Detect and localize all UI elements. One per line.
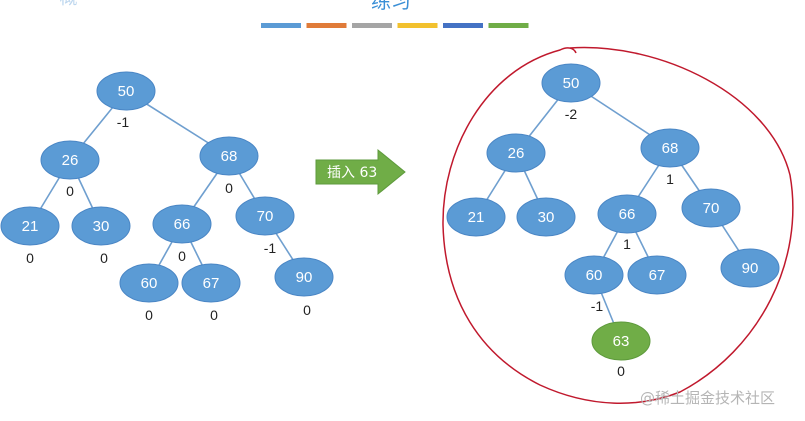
after-node-label-30: 30 <box>538 209 555 226</box>
before-node-shape-50 <box>96 71 156 111</box>
after-node-shape-90 <box>720 248 780 288</box>
color-bar-segment <box>352 23 392 28</box>
before-node-label-50: 50 <box>118 83 135 100</box>
insert-arrow-shape <box>315 148 406 196</box>
before-node-shape-70 <box>235 196 295 236</box>
before-node-label-90: 90 <box>296 269 313 286</box>
before-node-shape-90 <box>274 257 334 297</box>
after-node-shape-67 <box>627 255 687 295</box>
before-node-label-68: 68 <box>221 148 238 165</box>
after-node-67: 67 <box>627 255 687 295</box>
before-node-68: 68 0 <box>199 136 259 196</box>
after-node-shape-26 <box>486 133 546 173</box>
before-balance-factor-66: 0 <box>178 248 186 264</box>
after-node-label-70: 70 <box>703 200 720 217</box>
before-balance-factor-67: 0 <box>210 307 218 323</box>
after-node-label-67: 67 <box>649 267 666 284</box>
before-node-90: 90 0 <box>274 257 334 318</box>
after-node-70: 70 <box>681 188 741 228</box>
before-node-shape-26 <box>40 140 100 180</box>
after-node-26: 26 <box>486 133 546 173</box>
highlight-circle <box>442 46 794 404</box>
after-node-label-60: 60 <box>586 267 603 284</box>
before-node-26: 26 0 <box>40 140 100 199</box>
before-node-label-70: 70 <box>257 208 274 225</box>
before-node-label-60: 60 <box>141 275 158 292</box>
title-color-bar <box>261 23 529 28</box>
after-node-21: 21 <box>446 197 506 237</box>
before-node-21: 21 0 <box>0 206 60 266</box>
before-node-label-21: 21 <box>22 218 39 235</box>
before-node-shape-68 <box>199 136 259 176</box>
after-balance-factor-68: 1 <box>666 171 674 187</box>
before-node-shape-30 <box>71 206 131 246</box>
after-node-label-26: 26 <box>508 145 525 162</box>
after-node-label-50: 50 <box>563 75 580 92</box>
after-node-30: 30 <box>516 197 576 237</box>
before-balance-factor-90: 0 <box>303 302 311 318</box>
before-node-shape-60 <box>119 263 179 303</box>
after-node-label-68: 68 <box>662 140 679 157</box>
before-node-50: 50 -1 <box>96 71 156 130</box>
color-bar-segment <box>443 23 483 28</box>
before-balance-factor-30: 0 <box>100 250 108 266</box>
before-balance-factor-60: 0 <box>145 307 153 323</box>
color-bar-segment <box>397 23 438 28</box>
after-balance-factor-63: 0 <box>617 363 625 379</box>
before-balance-factor-26: 0 <box>66 183 74 199</box>
before-node-shape-66 <box>152 204 212 244</box>
before-node-60: 60 0 <box>119 263 179 323</box>
before-node-label-66: 66 <box>174 216 191 233</box>
after-node-50: 50 -2 <box>541 63 601 122</box>
before-node-30: 30 0 <box>71 206 131 266</box>
after-tree: 50 -2 26 68 1 21 30 66 1 70 60 -1 67 90 63 0 <box>446 63 780 379</box>
before-node-67: 67 0 <box>181 263 241 323</box>
after-node-shape-63 <box>591 321 651 361</box>
before-balance-factor-50: -1 <box>117 114 130 130</box>
before-balance-factor-68: 0 <box>225 180 233 196</box>
after-node-label-66: 66 <box>619 206 636 223</box>
color-bar-segment <box>306 23 347 28</box>
after-node-shape-70 <box>681 188 741 228</box>
slide-title: 练习 <box>371 0 411 13</box>
after-node-shape-30 <box>516 197 576 237</box>
after-node-label-21: 21 <box>468 209 485 226</box>
after-node-shape-21 <box>446 197 506 237</box>
insert-arrow: 插入 63 <box>315 148 406 196</box>
after-balance-factor-50: -2 <box>565 106 578 122</box>
after-node-63: 63 0 <box>591 321 651 379</box>
before-node-label-67: 67 <box>203 275 220 292</box>
after-balance-factor-60: -1 <box>591 298 604 314</box>
after-node-label-90: 90 <box>742 260 759 277</box>
after-node-66: 66 1 <box>597 194 657 252</box>
before-node-label-26: 26 <box>62 152 79 169</box>
before-node-shape-67 <box>181 263 241 303</box>
after-node-shape-50 <box>541 63 601 103</box>
watermark: @稀土掘金技术社区 <box>640 389 775 407</box>
insert-arrow-label: 插入 63 <box>327 165 377 181</box>
before-tree: 50 -1 26 0 68 0 21 0 30 0 66 0 70 -1 60 0 67 0 90 0 <box>0 71 334 323</box>
after-node-90: 90 <box>720 248 780 288</box>
after-node-60: 60 -1 <box>564 255 624 314</box>
before-node-label-30: 30 <box>93 218 110 235</box>
before-balance-factor-21: 0 <box>26 250 34 266</box>
after-node-shape-60 <box>564 255 624 295</box>
after-balance-factor-66: 1 <box>623 236 631 252</box>
after-node-68: 68 1 <box>640 128 700 187</box>
color-bar-segment <box>261 23 301 28</box>
corner-text: · 概 · <box>48 0 89 9</box>
after-node-shape-68 <box>640 128 700 168</box>
before-node-70: 70 -1 <box>235 196 295 256</box>
color-bar-segment <box>488 23 529 28</box>
before-balance-factor-70: -1 <box>264 240 277 256</box>
before-node-shape-21 <box>0 206 60 246</box>
before-node-66: 66 0 <box>152 204 212 264</box>
after-node-shape-66 <box>597 194 657 234</box>
after-node-label-63: 63 <box>613 333 630 350</box>
